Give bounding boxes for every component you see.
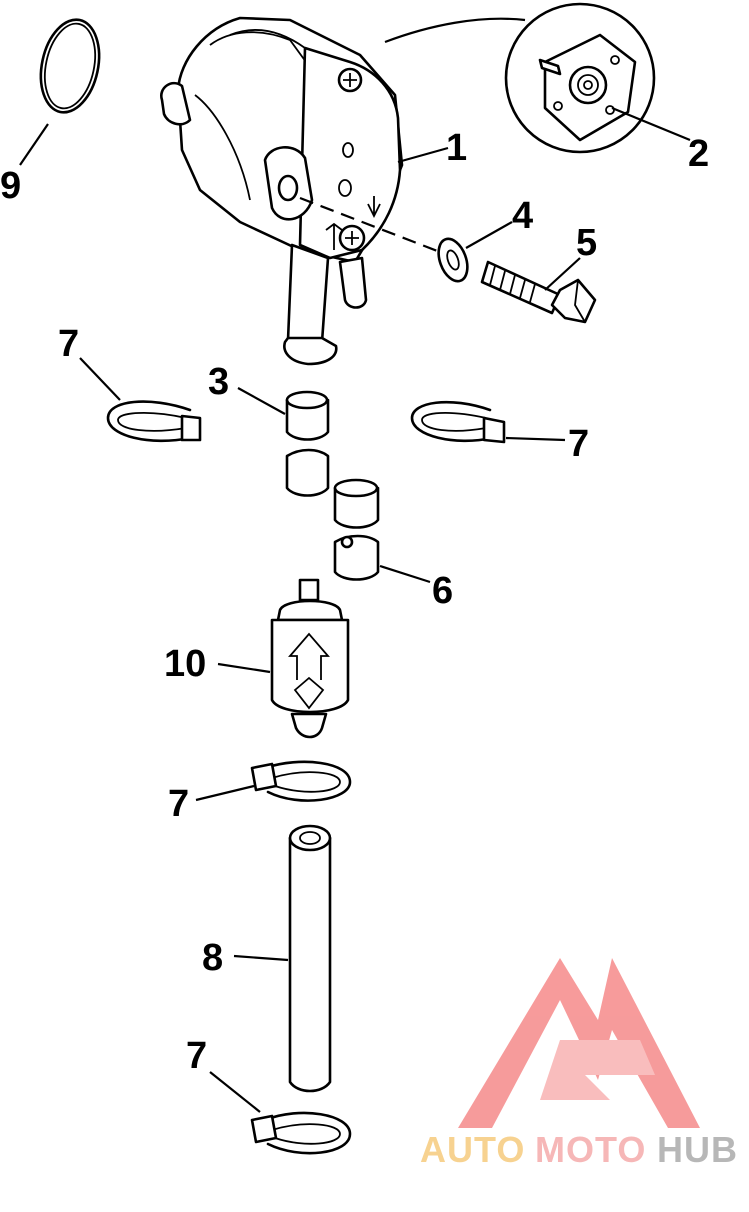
leader-line-7c [195,784,255,802]
label-part-10: 10 [164,643,206,685]
part-fuel-filter [270,578,350,739]
part-clamp-bottom [250,1111,352,1155]
leader-line-7d [209,1071,261,1113]
leader-line-3 [237,387,286,415]
watermark-logo-mark [458,958,700,1128]
part-diaphragm-cover [384,2,656,154]
part-o-ring [39,18,101,114]
label-part-7c: 7 [168,783,189,825]
part-washer [437,237,469,283]
label-part-2: 2 [688,133,709,175]
watermark-text-auto: AUTO [420,1129,525,1170]
watermark-text-moto: MOTO [535,1129,646,1170]
label-part-1: 1 [446,127,467,169]
label-part-7d: 7 [186,1035,207,1077]
leader-lines [19,106,691,1113]
leader-line-2 [611,106,691,142]
watermark-logo-inner [540,1040,655,1100]
part-number-labels: 1 2 3 4 5 6 7 7 7 7 8 9 10 [0,127,709,1077]
leader-line-8 [233,954,289,962]
part-fuel-pump [160,16,404,366]
leader-line-7b [505,436,566,442]
label-part-4: 4 [512,195,533,237]
label-part-9: 9 [0,165,21,207]
part-hose-sleeve-6 [333,478,380,581]
label-part-7a: 7 [58,323,79,365]
part-clamp-upper-left [106,400,202,443]
leader-line-10 [217,662,271,674]
leader-line-6 [379,564,431,584]
watermark-text-hub: HUB [657,1129,738,1170]
part-clamp-upper-right [410,400,506,444]
watermark-logo: AUTO MOTO HUB [420,958,738,1170]
part-fuel-hose [288,824,332,1093]
leader-line-5 [544,257,581,291]
leader-line-9 [19,123,49,166]
leader-line-1 [397,146,449,164]
leader-line-7a [79,357,121,401]
part-hose-sleeve-3 [285,390,330,497]
leader-line-bolt-axis [299,196,441,254]
part-bolt [480,260,597,324]
label-part-7b: 7 [568,423,589,465]
label-part-8: 8 [202,937,223,979]
label-part-3: 3 [208,361,229,403]
part-clamp-middle [250,760,352,802]
label-part-5: 5 [576,222,597,264]
label-part-6: 6 [432,570,453,612]
leader-line-4 [465,221,513,249]
